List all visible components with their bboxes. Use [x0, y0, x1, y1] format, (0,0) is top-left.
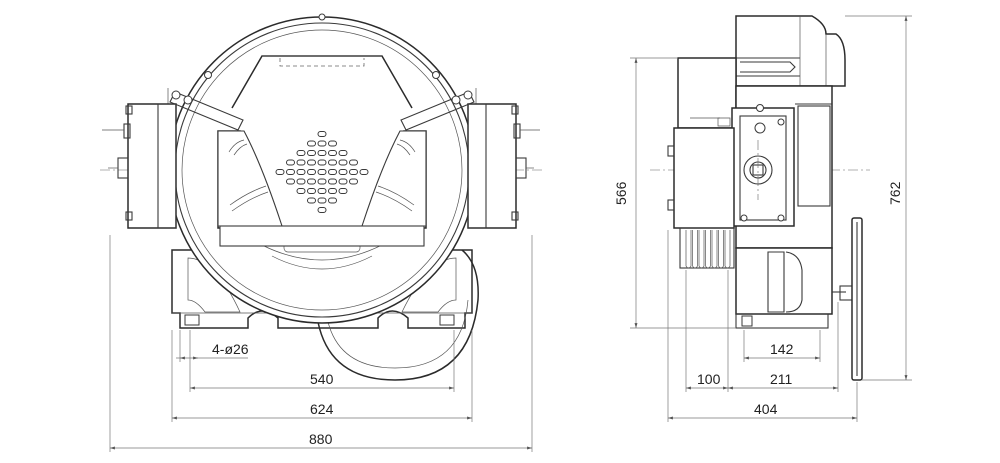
vent-slot — [296, 150, 306, 156]
vent-slot — [338, 169, 348, 175]
vent-slot — [317, 188, 327, 194]
dim-566: 566 — [613, 181, 629, 205]
left-terminal-box — [102, 103, 177, 229]
vent-slot — [328, 159, 337, 166]
dim-142: 142 — [770, 341, 794, 357]
vent-slot — [338, 159, 348, 166]
vent-slot — [328, 140, 337, 147]
cable-fin — [711, 230, 718, 269]
vent-slot — [328, 150, 337, 156]
cable-fin — [718, 230, 724, 269]
cable-fin — [692, 230, 698, 269]
motor-housing — [217, 130, 427, 247]
vent-slot — [338, 188, 348, 194]
vent-slot — [307, 197, 316, 204]
vent-slot — [328, 178, 337, 185]
vent-slot — [286, 159, 295, 166]
dim-624: 624 — [310, 401, 334, 417]
cable-fin — [698, 230, 705, 269]
vent-slot — [338, 150, 348, 156]
vent-slot — [317, 159, 327, 166]
cable-fin — [724, 230, 731, 269]
vent-slot — [286, 169, 295, 175]
vent-slot — [307, 169, 316, 175]
vent-slot — [286, 178, 295, 185]
cable-fin — [685, 230, 692, 269]
dim-762: 762 — [887, 181, 903, 205]
vent-slot — [349, 169, 358, 175]
dim-880: 880 — [309, 431, 333, 447]
cable-fin — [705, 230, 711, 269]
dim-404: 404 — [754, 401, 778, 417]
dim-100: 100 — [697, 371, 721, 387]
dim-211: 211 — [770, 371, 793, 387]
vent-slot — [317, 207, 327, 213]
front-dimensions: 4-ø26 540 624 880 — [109, 235, 533, 452]
vent-slot — [317, 150, 327, 156]
vent-slot — [317, 197, 327, 204]
vent-slot — [328, 197, 337, 204]
vent-slot — [307, 188, 316, 194]
vent-slot — [328, 169, 337, 175]
vent-slot — [349, 178, 358, 185]
side-brake-plate — [731, 104, 795, 227]
vent-slot — [307, 150, 316, 156]
vent-slot — [328, 188, 337, 194]
vent-slot — [317, 140, 327, 147]
vent-slot — [307, 159, 316, 166]
traction-sheave — [317, 249, 479, 381]
vent-slot — [349, 159, 358, 166]
side-view — [650, 15, 870, 381]
vent-slot — [307, 140, 316, 147]
vent-slot — [317, 178, 327, 185]
vent-slot — [296, 178, 306, 185]
vent-slot — [296, 188, 306, 194]
side-top-housing — [735, 15, 846, 87]
dim-holes: 4-ø26 — [212, 341, 249, 357]
vent-slot — [275, 169, 285, 175]
side-handwheel — [851, 217, 863, 381]
front-view — [100, 13, 545, 381]
side-base — [735, 247, 855, 329]
vent-slot — [307, 178, 316, 185]
vent-slot — [359, 169, 369, 175]
vent-slot — [338, 178, 348, 185]
vent-slot — [296, 169, 306, 175]
dim-540: 540 — [310, 371, 334, 387]
side-dimensions: 566 762 142 100 211 404 — [613, 15, 912, 422]
vent-holes — [275, 131, 369, 213]
side-terminal-box — [667, 127, 735, 269]
vent-slot — [317, 169, 327, 175]
vent-slot — [296, 159, 306, 166]
top-cover — [231, 55, 413, 109]
right-terminal-box — [467, 103, 540, 229]
cable-fins — [685, 230, 731, 269]
vent-slot — [317, 131, 327, 137]
